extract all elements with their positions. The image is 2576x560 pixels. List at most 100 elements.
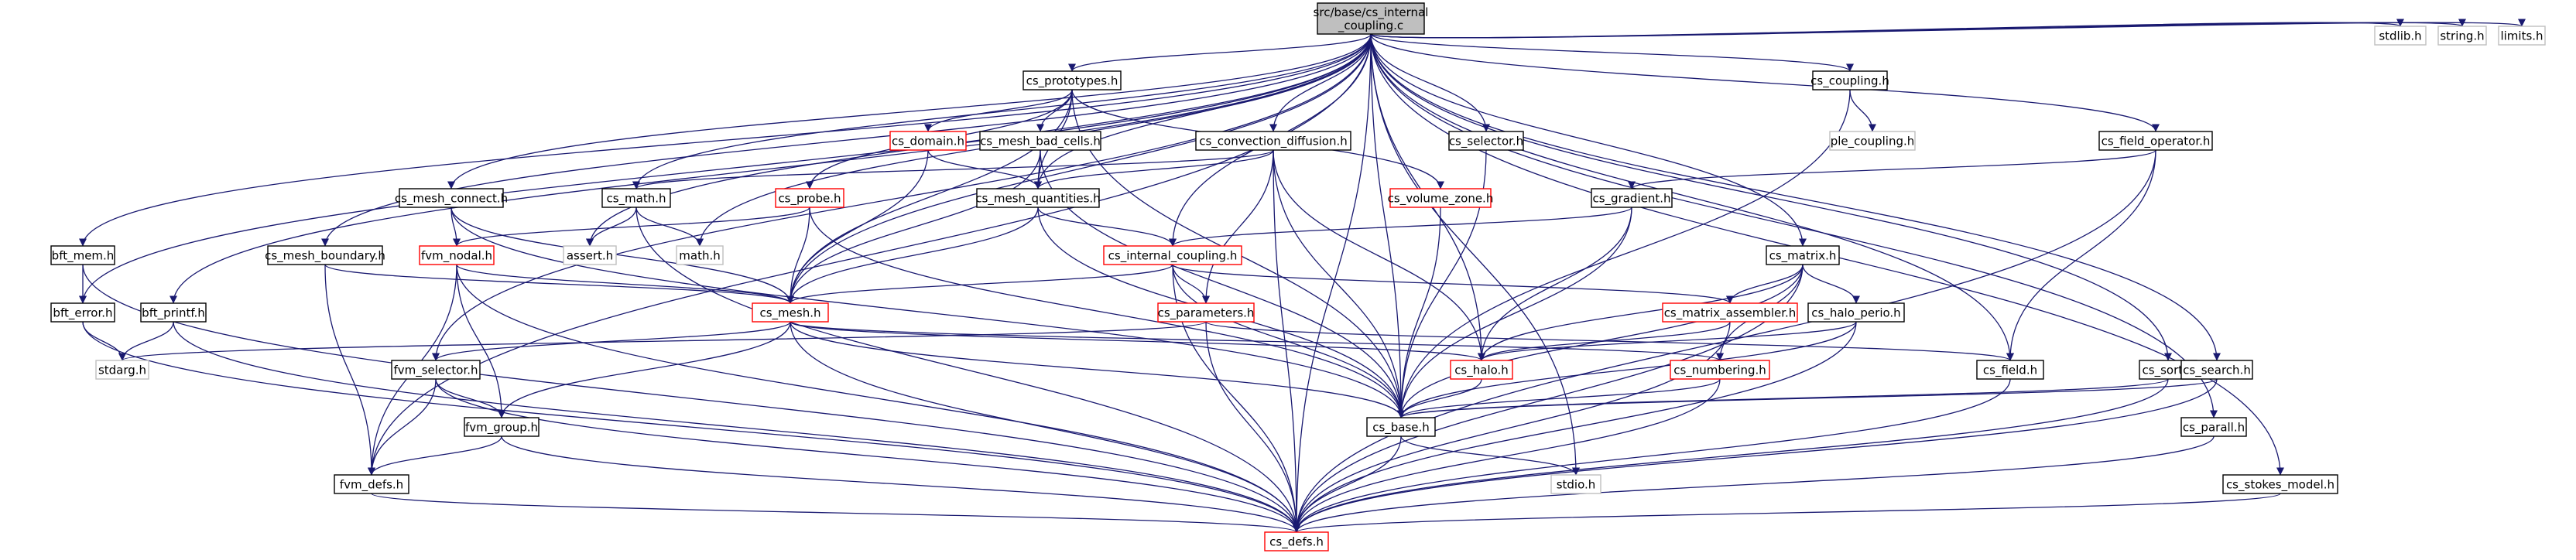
node-box — [752, 302, 829, 323]
node-root[interactable]: src/base/cs_internal_coupling.c — [1314, 2, 1429, 35]
node-label: bft_error.h — [53, 306, 112, 321]
node-label: stdarg.h — [98, 364, 146, 377]
node-fvm-defs[interactable]: fvm_defs.h — [334, 474, 409, 494]
node-cs-gradient[interactable]: cs_gradient.h — [1591, 188, 1673, 208]
node-label: cs_prototypes.h — [1026, 74, 1118, 89]
node-label: cs_base.h — [1372, 421, 1430, 435]
node-cs-math[interactable]: cs_math.h — [601, 188, 671, 208]
node-cs-defs[interactable]: cs_defs.h — [1264, 531, 1329, 551]
edge-root-to-cs_search — [1370, 33, 2221, 361]
edge-cs_convection_diffusion-to-cs_math — [632, 149, 1274, 190]
edge-fvm_defs-to-cs_defs — [371, 493, 1300, 533]
node-label: fvm_nodal.h — [421, 249, 492, 264]
node-box — [1829, 131, 1916, 151]
edge-cs_convection_diffusion-to-cs_halo — [1273, 149, 1485, 361]
node-label: cs_gradient.h — [1592, 192, 1670, 207]
node-cs-matrix[interactable]: cs_matrix.h — [1766, 245, 1840, 265]
node-bft-error[interactable]: bft_error.h — [50, 302, 115, 323]
node-box — [889, 131, 967, 151]
edge-cs_gradient-to-cs_halo — [1478, 207, 1632, 361]
edge-root-to-stdio — [1370, 33, 1580, 476]
node-box — [50, 302, 115, 323]
node-cs-selector[interactable]: cs_selector.h — [1448, 131, 1524, 151]
node-cs-field-operator[interactable]: cs_field_operator.h — [2098, 131, 2213, 151]
edge-root-to-cs_mesh_quantities — [1034, 33, 1372, 190]
node-box — [601, 188, 671, 208]
node-cs-halo[interactable]: cs_halo.h — [1450, 360, 1513, 380]
edge-cs_convection_diffusion-to-cs_parameters — [1202, 149, 1274, 304]
edge-cs_parall-to-cs_defs — [1293, 435, 2215, 533]
edge-cs_field_operator-to-cs_field — [2006, 149, 2156, 361]
node-cs-stokes-model[interactable]: cs_stokes_model.h — [2222, 474, 2338, 494]
edge-cs_mesh_connect-to-cs_base — [450, 207, 1405, 418]
node-box — [1766, 245, 1840, 265]
edge-root-to-cs_matrix — [1370, 33, 1807, 247]
node-box — [979, 131, 1101, 151]
node-stdarg: stdarg.h — [95, 360, 149, 380]
node-label: string.h — [2440, 29, 2484, 43]
node-cs-coupling[interactable]: cs_coupling.h — [1810, 70, 1889, 90]
node-assert: assert.h — [563, 245, 617, 265]
edge-cs_mesh_bad_cells-to-cs_mesh — [786, 149, 1041, 304]
edge-cs_mesh_connect-to-cs_mesh — [450, 207, 794, 304]
node-label: cs_mesh_boundary.h — [265, 249, 385, 264]
node-cs-mesh-quantities[interactable]: cs_mesh_quantities.h — [975, 188, 1101, 208]
node-cs-numbering[interactable]: cs_numbering.h — [1670, 360, 1770, 380]
node-box — [1264, 531, 1329, 551]
node-cs-field[interactable]: cs_field.h — [1976, 360, 2044, 380]
edge-cs_mesh-to-cs_halo — [790, 321, 1485, 361]
node-box — [1023, 70, 1122, 90]
edge-cs_convection_diffusion-to-cs_base — [1273, 149, 1405, 418]
node-bft-printf[interactable]: bft_printf.h — [140, 302, 207, 323]
edge-cs_mesh_boundary-to-fvm_defs — [324, 264, 375, 476]
node-cs-matrix-assembler[interactable]: cs_matrix_assembler.h — [1662, 302, 1798, 323]
node-bft-mem[interactable]: bft_mem.h — [50, 245, 115, 265]
edge-cs_mesh-to-cs_defs — [790, 321, 1300, 533]
node-cs-mesh-bad-cells[interactable]: cs_mesh_bad_cells.h — [979, 131, 1101, 151]
node-label: cs_numbering.h — [1673, 364, 1766, 378]
node-label: cs_field.h — [1983, 364, 2037, 378]
node-box — [1195, 131, 1351, 151]
node-label: limits.h — [2500, 29, 2543, 43]
edge-cs_sort-to-cs_defs — [1293, 378, 2169, 533]
edge-cs_stokes_model-to-cs_defs — [1293, 493, 2281, 533]
node-cs-prototypes[interactable]: cs_prototypes.h — [1023, 70, 1122, 90]
node-cs-internal-coupling[interactable]: cs_internal_coupling.h — [1103, 245, 1242, 265]
node-box — [1550, 474, 1601, 494]
node-cs-mesh-boundary[interactable]: cs_mesh_boundary.h — [265, 245, 385, 265]
edge-cs_probe-to-cs_mesh — [786, 207, 810, 304]
edge-root-to-cs_sort — [1370, 33, 2172, 361]
node-label: fvm_selector.h — [393, 364, 478, 378]
edge-cs_internal_coupling-to-cs_parameters — [1172, 264, 1210, 304]
node-cs-parall[interactable]: cs_parall.h — [2180, 417, 2247, 437]
edge-cs_domain-to-cs_mesh — [786, 149, 929, 304]
node-fvm-selector[interactable]: fvm_selector.h — [391, 360, 481, 380]
edge-fvm_nodal-to-fvm_group — [456, 264, 505, 418]
node-cs-probe[interactable]: cs_probe.h — [775, 188, 844, 208]
node-limits: limits.h — [2498, 26, 2546, 46]
edge-fvm_selector-to-fvm_defs — [368, 378, 437, 476]
edge-cs_parameters-to-stdarg — [118, 321, 1207, 361]
node-cs-domain[interactable]: cs_domain.h — [889, 131, 967, 151]
edge-root-to-bft_error — [79, 33, 1372, 304]
node-cs-volume-zone[interactable]: cs_volume_zone.h — [1388, 188, 1494, 208]
node-fvm-group[interactable]: fvm_group.h — [464, 417, 540, 437]
edge-cs_gradient-to-cs_internal_coupling — [1169, 207, 1632, 247]
edge-cs_convection_diffusion-to-cs_defs — [1273, 149, 1300, 533]
node-label: cs_volume_zone.h — [1388, 192, 1494, 207]
node-cs-search[interactable]: cs_search.h — [2180, 360, 2253, 380]
edge-cs_numbering-to-cs_defs — [1293, 378, 1721, 533]
node-label: cs_stokes_model.h — [2226, 478, 2334, 493]
edge-root-to-bft_mem — [79, 33, 1372, 247]
node-cs-base[interactable]: cs_base.h — [1366, 417, 1436, 437]
node-cs-halo-perio[interactable]: cs_halo_perio.h — [1807, 302, 1905, 323]
node-cs-convection-diffusion[interactable]: cs_convection_diffusion.h — [1195, 131, 1351, 151]
node-cs-mesh-connect[interactable]: cs_mesh_connect.h — [395, 188, 508, 208]
node-label: cs_halo_perio.h — [1811, 306, 1900, 321]
node-fvm-nodal[interactable]: fvm_nodal.h — [419, 245, 495, 265]
edge-root-to-fvm_selector — [432, 33, 1372, 361]
node-cs-mesh[interactable]: cs_mesh.h — [752, 302, 829, 323]
node-box — [2098, 131, 2213, 151]
node-cs-parameters[interactable]: cs_parameters.h — [1157, 302, 1255, 323]
node-string: string.h — [2437, 26, 2487, 46]
